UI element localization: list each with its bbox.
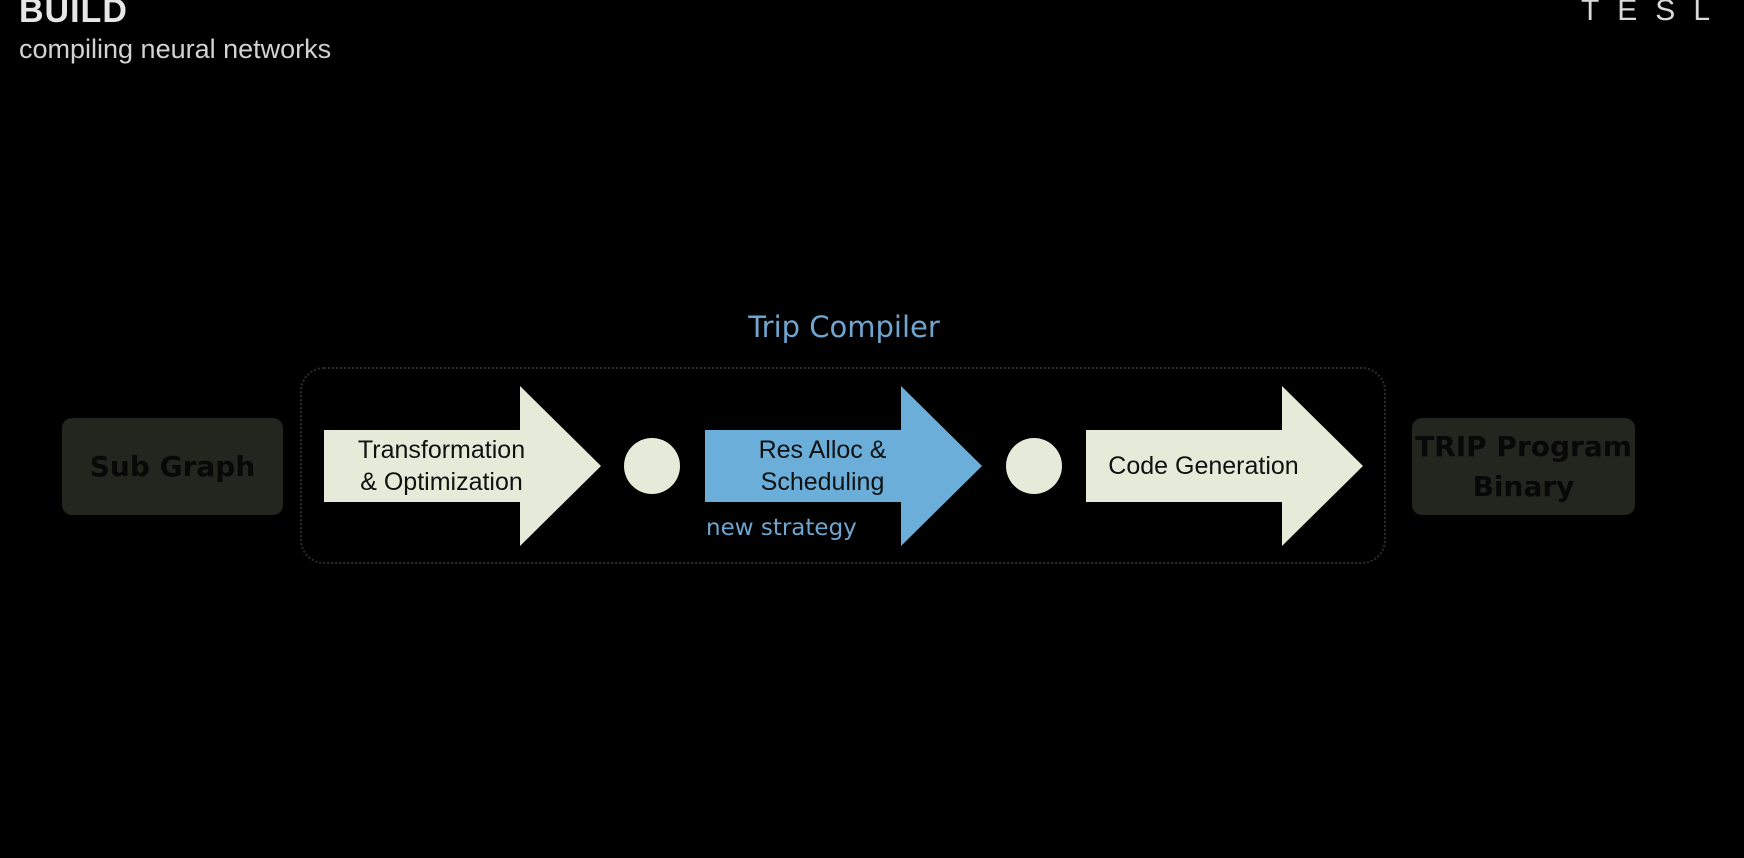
stage-arrow-res-alloc: Res Alloc & Scheduling xyxy=(705,386,982,546)
arrow-shape xyxy=(1086,386,1363,546)
slide-subtitle: compiling neural networks xyxy=(19,34,332,64)
brand-logo: TESL xyxy=(1580,0,1728,22)
stage-label-line1: Res Alloc & xyxy=(758,436,887,464)
stage-arrow-code-generation: Code Generation xyxy=(1086,386,1363,546)
stage-arrow-transformation: Transformation & Optimization xyxy=(324,386,601,546)
stage-label-line1: Transformation xyxy=(357,436,526,464)
stage-connector-dot-1 xyxy=(624,438,680,494)
compiler-boundary xyxy=(300,367,1386,564)
arrow-shape xyxy=(705,386,982,546)
new-strategy-note: new strategy xyxy=(706,515,857,541)
stage-connector-dot-2 xyxy=(1006,438,1062,494)
output-box-trip-binary: TRIP Program Binary xyxy=(1412,418,1635,515)
output-label-line1: TRIP Program xyxy=(1415,429,1632,463)
compiler-label: Trip Compiler xyxy=(748,310,940,344)
stage-label-line2: & Optimization xyxy=(360,468,523,496)
output-label-line2: Binary xyxy=(1472,469,1575,503)
slide-title: BUILD xyxy=(19,0,128,30)
input-box-sub-graph: Sub Graph xyxy=(62,418,283,515)
input-label: Sub Graph xyxy=(89,449,256,483)
stage-label-line1: Code Generation xyxy=(1108,452,1299,480)
stage-label-line2: Scheduling xyxy=(760,468,885,496)
arrow-shape xyxy=(324,386,601,546)
